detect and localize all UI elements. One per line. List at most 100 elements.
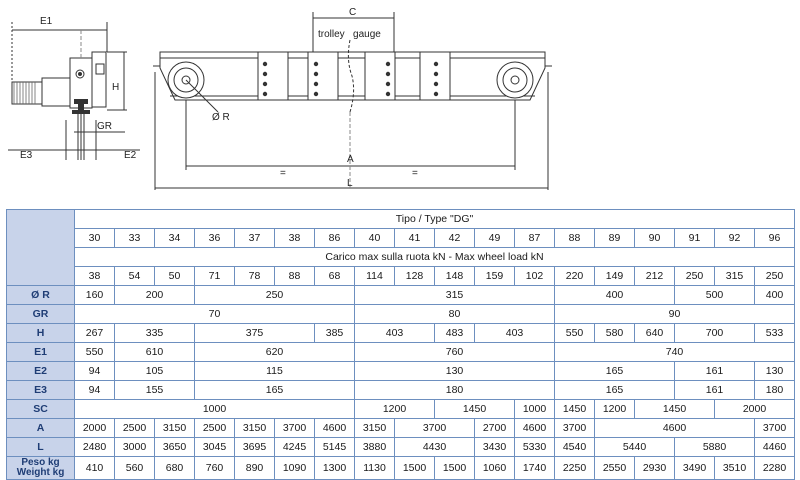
table-cell: 2480: [74, 437, 115, 457]
table-cell: 1130: [354, 456, 395, 480]
equal-right-label: =: [412, 168, 418, 179]
table-cell: 403: [354, 323, 435, 343]
type-cell: 42: [434, 228, 475, 248]
table-cell: 3150: [154, 418, 195, 438]
row-label: E2: [6, 361, 75, 381]
type-cell: 41: [394, 228, 435, 248]
table-cell: 2500: [194, 418, 235, 438]
table-cell: 533: [753, 323, 796, 343]
table-cell: 335: [114, 323, 195, 343]
type-cell: 92: [714, 228, 755, 248]
table-cell: 1000: [74, 399, 355, 419]
table-cell: 115: [194, 361, 355, 381]
row-label-line1: Peso kg: [21, 457, 60, 468]
table-cell: 70: [74, 304, 355, 324]
table-cell: 740: [553, 342, 796, 362]
table-cell: 760: [194, 456, 235, 480]
table-cell: 5145: [314, 437, 355, 457]
table-cell: 3880: [354, 437, 395, 457]
table-cell: 483: [434, 323, 475, 343]
row-label: SC: [6, 399, 75, 419]
type-cell: 49: [474, 228, 515, 248]
table-cell: 165: [194, 380, 355, 400]
table-cell: 375: [194, 323, 315, 343]
table-cell: 180: [753, 380, 796, 400]
load-cell: 68: [314, 266, 355, 286]
table-cell: 94: [74, 380, 115, 400]
row-label: L: [6, 437, 75, 457]
table-cell: 610: [114, 342, 195, 362]
table-cell: 1060: [474, 456, 515, 480]
row-label: H: [6, 323, 75, 343]
table-cell: 1450: [554, 399, 595, 419]
table-cell: 3700: [274, 418, 315, 438]
table-cell: 890: [234, 456, 275, 480]
table-cell: 3150: [234, 418, 275, 438]
table-cell: 3000: [114, 437, 155, 457]
table-cell: 1200: [354, 399, 435, 419]
load-cell: 128: [394, 266, 435, 286]
table-cell: 4600: [314, 418, 355, 438]
table-cell: 680: [154, 456, 195, 480]
type-cell: 90: [634, 228, 675, 248]
type-cell: 91: [674, 228, 715, 248]
table-cell: 1200: [594, 399, 635, 419]
load-cell: 78: [234, 266, 275, 286]
load-cell: 220: [554, 266, 595, 286]
table-cell: 1450: [434, 399, 515, 419]
table-cell: 130: [354, 361, 555, 381]
type-cell: 33: [114, 228, 155, 248]
table-cell: 105: [114, 361, 195, 381]
table-cell: 2930: [634, 456, 675, 480]
technical-drawing: E1 H GR E3 E2: [8, 7, 552, 190]
table-corner: [6, 209, 75, 286]
load-cell: 71: [194, 266, 235, 286]
type-cell: 36: [194, 228, 235, 248]
table-cell: 2250: [554, 456, 595, 480]
table-cell: 165: [554, 361, 675, 381]
row-label: GR: [6, 304, 75, 324]
table-cell: 385: [314, 323, 355, 343]
table-cell: 3695: [234, 437, 275, 457]
load-cell: 38: [74, 266, 115, 286]
row-label: Ø R: [6, 285, 75, 305]
table-cell: 4540: [554, 437, 595, 457]
type-header-row: Tipo / Type "DG": [6, 209, 796, 286]
h-label: H: [112, 82, 119, 93]
table-cell: 4600: [514, 418, 555, 438]
table-cell: 3700: [394, 418, 475, 438]
table-cell: 1300: [314, 456, 355, 480]
type-cell: 40: [354, 228, 395, 248]
load-header-row: Carico max sulla ruota kN - Max wheel lo…: [7, 247, 796, 267]
load-cell: 250: [753, 266, 796, 286]
table-cell: 3700: [554, 418, 595, 438]
table-cell: 3150: [354, 418, 395, 438]
type-cell: 86: [314, 228, 355, 248]
table-cell: 200: [114, 285, 195, 305]
front-view: [153, 12, 552, 190]
table-cell: 2700: [474, 418, 515, 438]
type-cell: 88: [554, 228, 595, 248]
gr-label: GR: [97, 121, 112, 132]
table-cell: 550: [74, 342, 115, 362]
table-cell: 580: [594, 323, 635, 343]
table-cell: 550: [554, 323, 595, 343]
table-cell: 3700: [753, 418, 796, 438]
table-cell: 2000: [74, 418, 115, 438]
table-cell: 3490: [674, 456, 715, 480]
type-cell: 96: [753, 228, 796, 248]
table-cell: 250: [194, 285, 355, 305]
table-cell: 3045: [194, 437, 235, 457]
table-cell: 400: [554, 285, 675, 305]
table-cell: 161: [674, 361, 755, 381]
